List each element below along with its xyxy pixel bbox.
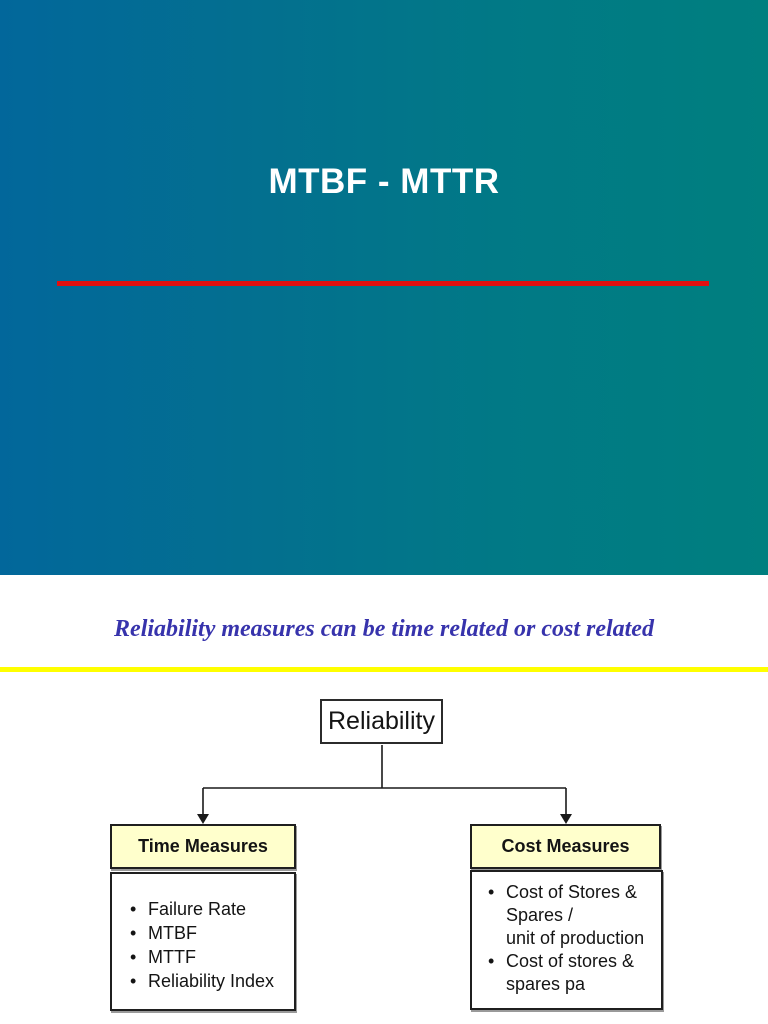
list-item-text: Failure Rate <box>148 899 247 919</box>
list-item-text: Cost of stores & spares pa <box>506 950 659 996</box>
bullet-icon: • <box>488 882 495 902</box>
diagram-root-label: Reliability <box>328 707 435 735</box>
cost-measures-title: Cost Measures <box>501 836 630 856</box>
time-measures-header: Time Measures <box>110 824 296 869</box>
list-item: • Cost of stores & spares pa <box>484 950 659 996</box>
section-heading: Reliability measures can be time related… <box>114 616 654 642</box>
arrowhead-left <box>197 814 209 824</box>
slide-title: MTBF - MTTR <box>268 162 500 201</box>
bullet-icon: • <box>488 951 495 971</box>
diagram-root-node: Reliability <box>320 699 443 744</box>
list-item-line: spares pa <box>506 974 586 994</box>
title-slide-background: MTBF - MTTR <box>0 0 768 575</box>
time-measures-list: • Failure Rate • MTBF • MTTF • Reliabili… <box>110 872 296 1011</box>
list-item-text: MTTF <box>148 947 196 967</box>
list-item: • Cost of Stores & Spares / unit of prod… <box>484 881 659 950</box>
bullet-icon: • <box>130 947 137 967</box>
list-item-text: MTBF <box>148 923 197 943</box>
cost-measures-list: • Cost of Stores & Spares / unit of prod… <box>470 870 663 1010</box>
list-item: • Reliability Index <box>126 969 290 993</box>
bullet-icon: • <box>130 899 137 919</box>
list-item: • Failure Rate <box>126 897 290 921</box>
cost-measures-header: Cost Measures <box>470 824 661 869</box>
list-item-line: unit of production <box>506 928 645 948</box>
diagram-connector-lines <box>197 745 572 824</box>
list-item-text: Cost of Stores & Spares / unit of produc… <box>506 881 659 950</box>
list-item-line: Cost of stores & <box>506 951 635 971</box>
arrowhead-right <box>560 814 572 824</box>
red-divider-rule <box>57 281 709 286</box>
list-item: • MTBF <box>126 921 290 945</box>
list-item-line: Cost of Stores & <box>506 882 638 902</box>
yellow-divider-rule <box>0 667 768 672</box>
bullet-icon: • <box>130 971 137 991</box>
list-item: • MTTF <box>126 945 290 969</box>
list-item-text: Reliability Index <box>148 971 275 991</box>
bullet-icon: • <box>130 923 137 943</box>
time-measures-title: Time Measures <box>138 836 268 856</box>
list-item-line: Spares / <box>506 905 574 925</box>
